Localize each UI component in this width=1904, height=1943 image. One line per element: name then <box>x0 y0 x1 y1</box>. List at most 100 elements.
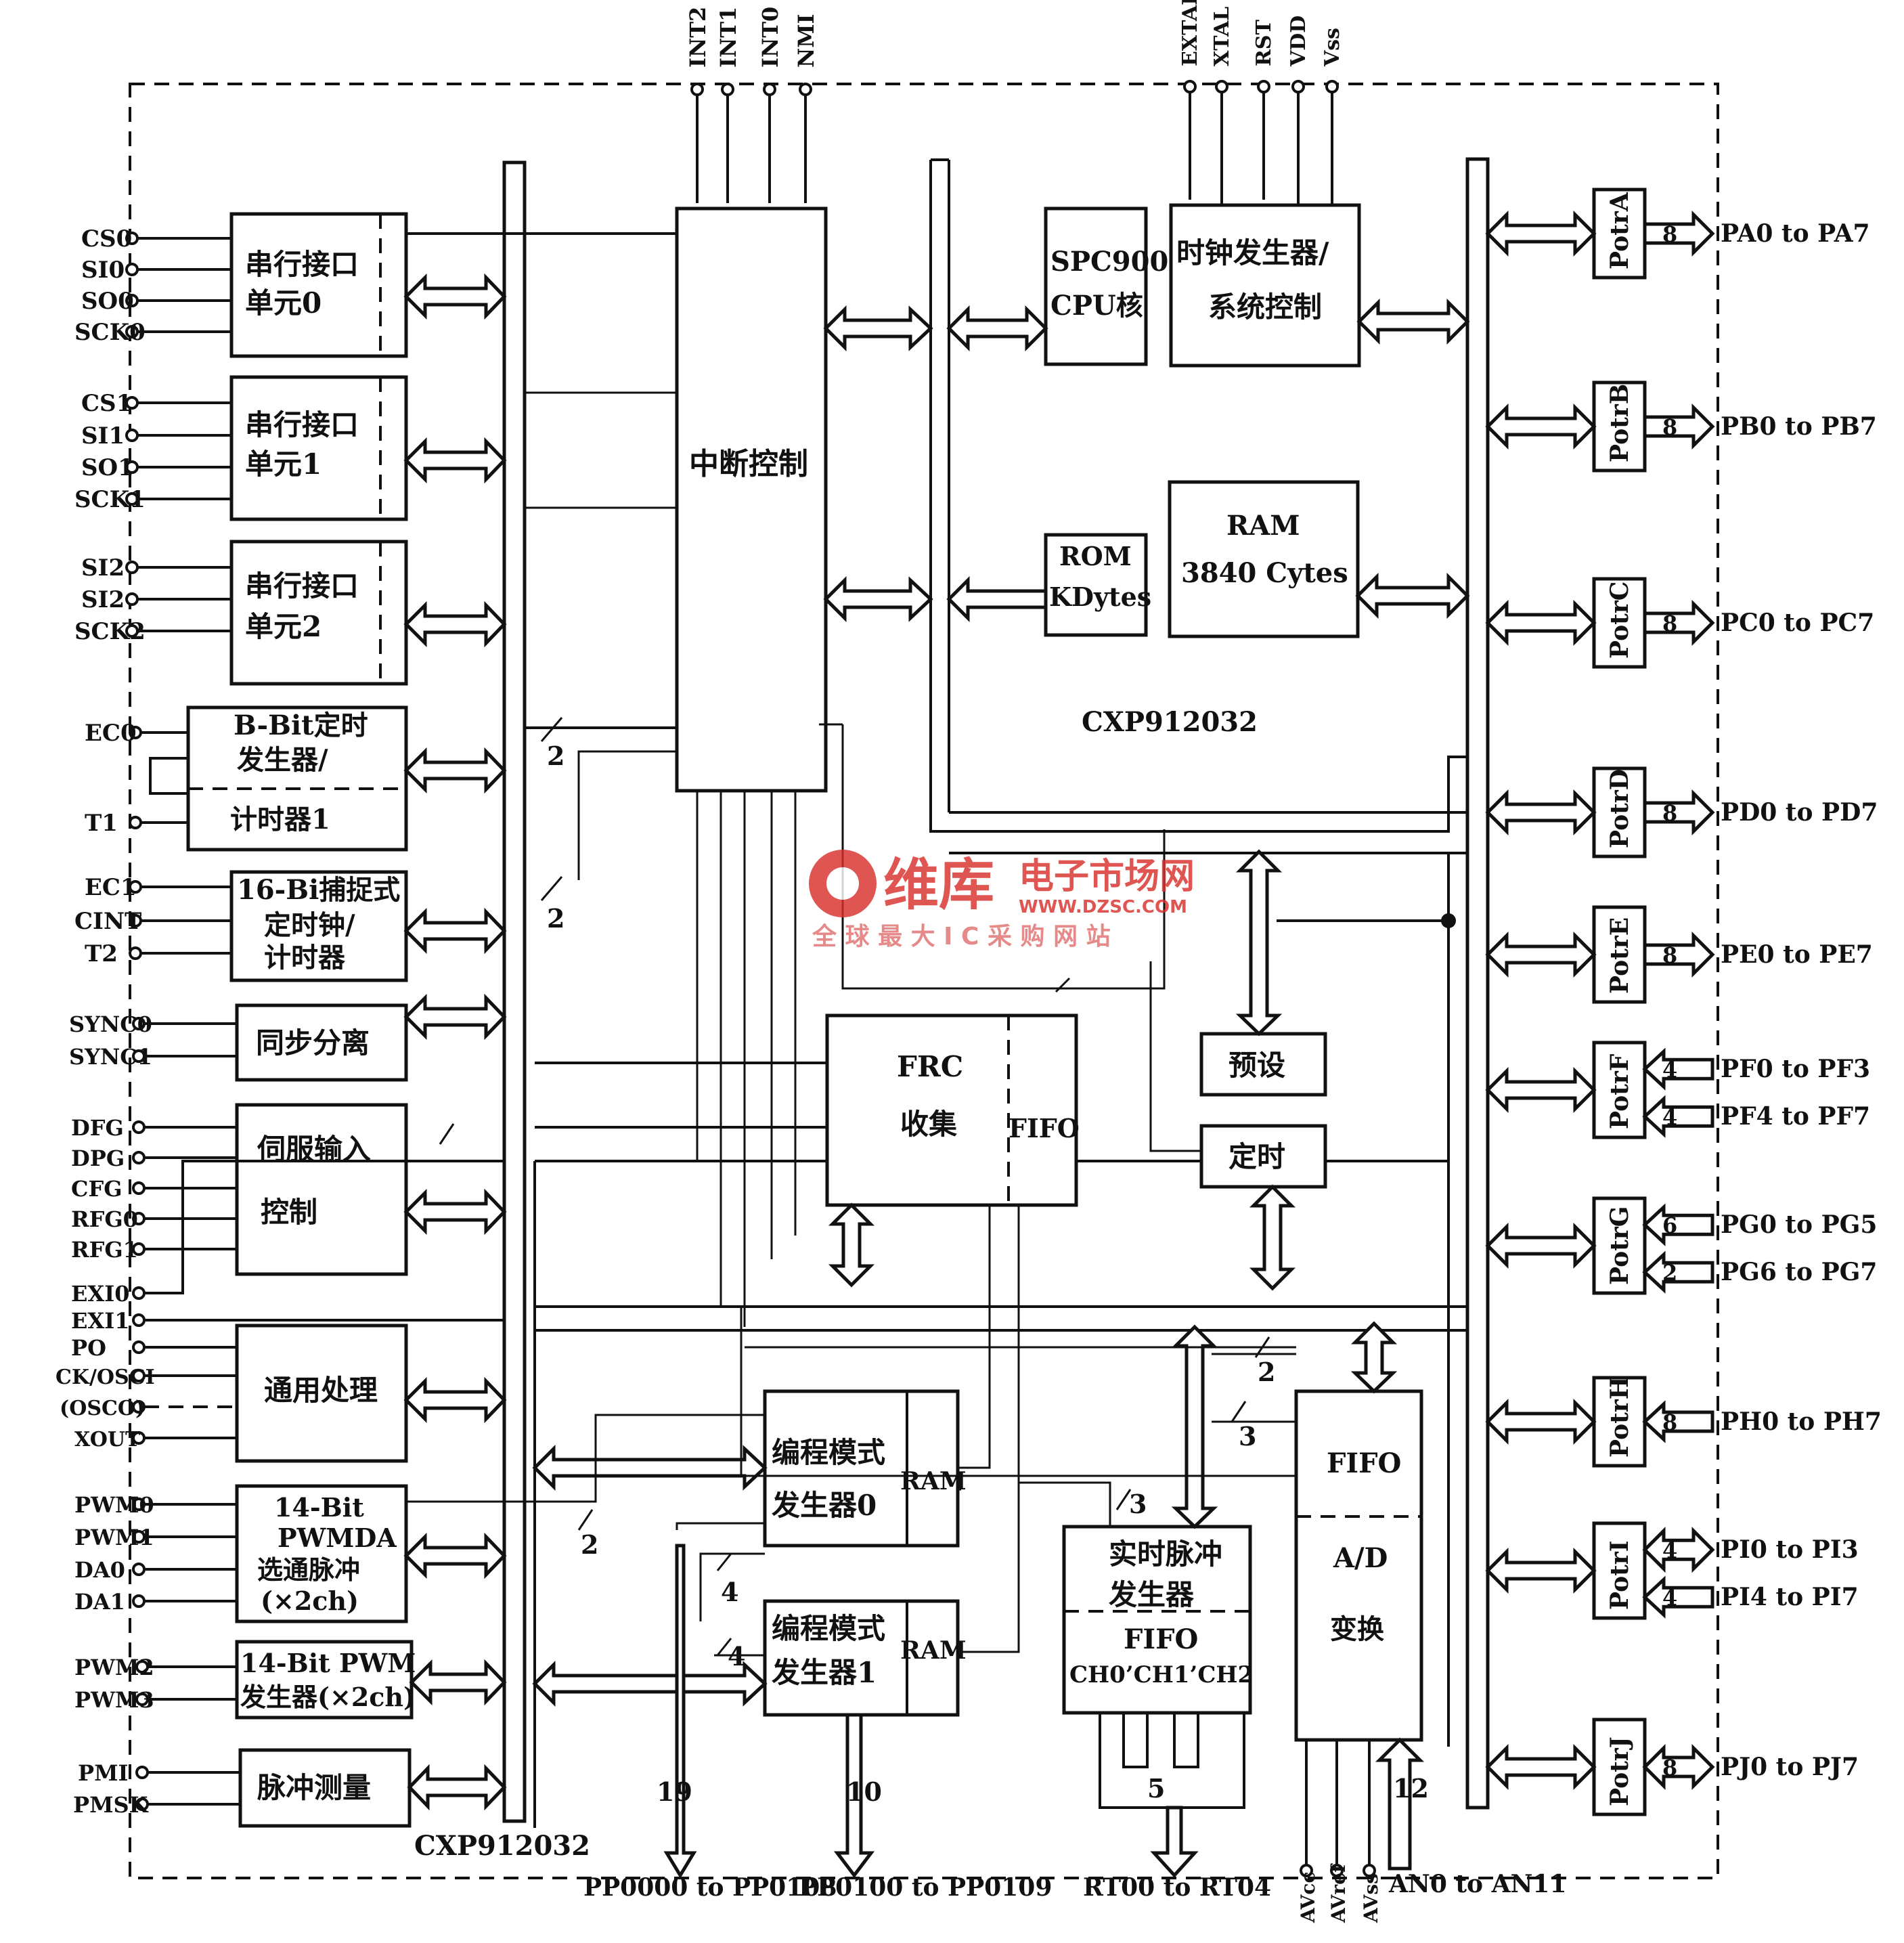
pg0-label-2: 发生器0 <box>772 1489 877 1522</box>
timer8-label-3: 计时器1 <box>230 804 330 835</box>
potrd-block <box>1592 766 1647 858</box>
potri-bus-arrow <box>1485 1547 1597 1594</box>
potre-width-0: 8 <box>1662 942 1677 968</box>
pin-da0: DA0 <box>74 1557 125 1583</box>
potra-width-0: 8 <box>1662 221 1677 247</box>
pulse-measure-label: 脉冲测量 <box>257 1771 371 1804</box>
potre-pin-arrow-0 <box>1643 931 1715 978</box>
timer8-label-1: B-Bit定时 <box>234 709 368 741</box>
bottom-avref: AVref <box>1327 1863 1350 1923</box>
potrg-width-1: 2 <box>1662 1260 1677 1286</box>
pg1-bus-arrow <box>532 1660 768 1707</box>
pin-si2-b: SI2 <box>81 586 125 613</box>
potrj-pin-arrow-0 <box>1642 1743 1715 1791</box>
bottom-avss: AVss <box>1360 1873 1382 1923</box>
pin-sck0: SCK0 <box>74 319 146 346</box>
pulse-measure-block <box>238 1748 412 1828</box>
pin-t1: T1 <box>85 810 118 837</box>
potrh-pins-0: PH0 to PH7 <box>1721 1407 1882 1436</box>
pin-pwm2: PWM2 <box>74 1655 154 1680</box>
rom-block <box>1044 533 1148 637</box>
potrg-pins-0: PG0 to PG5 <box>1721 1210 1877 1239</box>
pwmda-block <box>235 1484 408 1623</box>
clock-label-2: 系统控制 <box>1208 290 1322 324</box>
pin-po: PO <box>71 1335 106 1361</box>
bottom-rt: RT00 to RT04 <box>1083 1873 1271 1902</box>
frc-label-1: FRC <box>897 1050 963 1083</box>
int-to-bus-arrow-2 <box>823 575 933 623</box>
pin-cs0: CS0 <box>81 225 132 253</box>
potri-pin-arrow-0 <box>1642 1527 1715 1573</box>
potra-block <box>1592 188 1647 280</box>
pin-sck1: SCK1 <box>74 486 146 513</box>
pin-sync1: SYNC1 <box>69 1044 152 1070</box>
preset-arrow <box>1235 849 1283 1036</box>
ram-label-1: RAM <box>1226 510 1300 542</box>
potre-block <box>1592 905 1647 1004</box>
watermark-brand: 维库 <box>883 853 994 917</box>
potrd-width-0: 8 <box>1662 800 1677 826</box>
pin-exi0: EXI0 <box>71 1281 129 1307</box>
pin-nmi: NMI <box>793 14 819 68</box>
potrg-bus-arrow <box>1485 1222 1597 1269</box>
pin-si0: SI0 <box>81 257 125 284</box>
potri-width-1: 4 <box>1662 1585 1677 1611</box>
capture16-label-3: 计时器 <box>264 942 346 974</box>
potri-pins-1: PI4 to PI7 <box>1721 1583 1859 1611</box>
potrc-width-0: 8 <box>1662 611 1677 636</box>
pin-pwm3: PWM3 <box>74 1687 154 1713</box>
pp1-out-arrow <box>833 1713 875 1879</box>
frc-label-2: 收集 <box>900 1108 957 1141</box>
bw-pg1: 4 <box>728 1641 745 1672</box>
left-double-arrows <box>403 273 507 1811</box>
bottom-pp1: PP0100 to PP0109 <box>799 1873 1052 1902</box>
servo-label-2: 控制 <box>261 1196 317 1229</box>
bottom-an: AN0 to AN11 <box>1388 1870 1567 1898</box>
potrd-label: PotrD <box>1606 769 1634 848</box>
potrh-pin-arrow-0 <box>1642 1400 1714 1443</box>
adc-label-1: FIFO <box>1327 1447 1401 1479</box>
potrb-pins-0: PB0 to PB7 <box>1721 412 1877 441</box>
pwmgen-block <box>235 1640 414 1720</box>
pwmda-label-2: PWMDA <box>278 1523 397 1553</box>
main-bus-outline <box>929 160 1467 833</box>
int-request-lines <box>406 232 1166 1327</box>
pin-dpg: DPG <box>71 1145 125 1171</box>
cpu-core-block <box>1044 206 1148 366</box>
potrb-width-0: 8 <box>1662 414 1677 440</box>
rom-label-1: ROM <box>1059 541 1132 571</box>
pg0-bus-arrow <box>532 1444 768 1491</box>
pin-pwm0: PWM0 <box>74 1492 154 1518</box>
bus-cpu-arrow <box>946 305 1048 352</box>
potrg-pin-arrow-1 <box>1642 1250 1714 1294</box>
potrc-bus-arrow <box>1485 599 1597 647</box>
clock-pins: EXTAL XTAL RST VDD Vss <box>1178 0 1344 205</box>
pg0-block <box>763 1389 960 1548</box>
pin-exi1: EXI1 <box>71 1308 129 1334</box>
potrh-block <box>1592 1376 1647 1468</box>
chip-outline <box>129 83 1719 1879</box>
potrf-width-0: 4 <box>1662 1057 1677 1083</box>
pg1-label-1: 编程模式 <box>772 1612 885 1645</box>
rtpg-out <box>1099 1711 1245 1878</box>
capture16-label-2: 定时钟/ <box>264 909 355 941</box>
rtpg-label-4: CH0’CH1’CH2 <box>1069 1661 1254 1688</box>
potrh-width-0: 8 <box>1662 1410 1677 1435</box>
bw-rt-a: 2 <box>1258 1357 1275 1387</box>
potrg-block <box>1592 1196 1647 1295</box>
sio0-block <box>229 212 408 358</box>
potre-bus-arrow <box>1485 931 1597 978</box>
chip-name-lower: CXP912032 <box>414 1830 590 1862</box>
clock-gen-block <box>1169 203 1361 368</box>
potra-pin-arrow-0 <box>1643 210 1715 257</box>
pwmda-label-4: (×2ch) <box>261 1586 359 1616</box>
potrf-pin-arrow-0 <box>1642 1047 1714 1091</box>
potrj-width-0: 8 <box>1662 1755 1677 1781</box>
potrd-pin-arrow-0 <box>1643 789 1715 836</box>
sync-sep-block <box>235 1003 408 1082</box>
bw-rt-out: 5 <box>1147 1773 1165 1804</box>
pin-t2: T2 <box>85 940 118 967</box>
bw-pp0: 19 <box>657 1776 692 1807</box>
sio0-label-2: 单元0 <box>245 286 322 320</box>
timing-label: 定时 <box>1228 1140 1285 1173</box>
